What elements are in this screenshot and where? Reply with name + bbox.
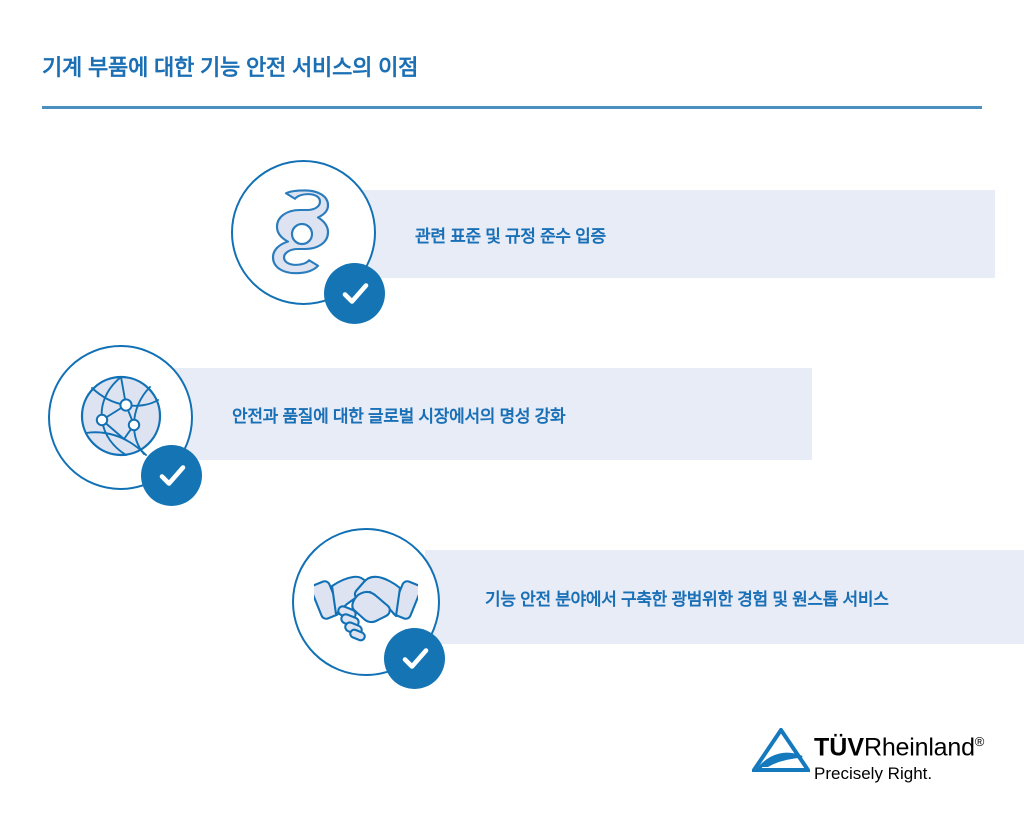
logo-tagline: Precisely Right. bbox=[814, 764, 933, 783]
benefit-icon-group bbox=[48, 345, 203, 507]
logo-name-bold: TÜV bbox=[814, 733, 864, 762]
check-icon bbox=[402, 647, 428, 669]
globe-network-icon bbox=[80, 375, 162, 457]
check-icon bbox=[342, 282, 368, 304]
registered-trademark-icon: ® bbox=[974, 734, 985, 749]
handshake-icon bbox=[314, 575, 418, 642]
check-badge bbox=[324, 263, 385, 324]
benefit-label: 기능 안전 분야에서 구축한 광범위한 경험 및 원스톱 서비스 bbox=[485, 589, 889, 609]
section-sign-icon bbox=[271, 189, 330, 275]
benefit-bar: 관련 표준 및 규정 준수 입증 bbox=[342, 190, 995, 278]
benefit-icon-group bbox=[292, 528, 450, 689]
logo-name-regular: Rheinland bbox=[864, 733, 975, 762]
benefit-bar: 기능 안전 분야에서 구축한 광범위한 경험 및 원스톱 서비스 bbox=[425, 550, 1024, 644]
logo-wordmark: TÜVRheinland® bbox=[814, 728, 984, 761]
check-icon bbox=[159, 464, 185, 486]
benefit-label: 관련 표준 및 규정 준수 입증 bbox=[415, 226, 606, 246]
benefit-icon-group bbox=[231, 160, 386, 325]
benefit-label: 안전과 품질에 대한 글로벌 시장에서의 명성 강화 bbox=[232, 406, 566, 426]
page-title: 기계 부품에 대한 기능 안전 서비스의 이점 bbox=[42, 55, 419, 80]
tuv-rheinland-triangle-icon bbox=[752, 728, 810, 772]
title-divider bbox=[42, 106, 982, 109]
check-badge bbox=[141, 445, 202, 506]
tuv-rheinland-logo: TÜVRheinland® Precisely Right. bbox=[752, 726, 984, 788]
benefit-bar: 안전과 품질에 대한 글로벌 시장에서의 명성 강화 bbox=[160, 368, 812, 460]
check-badge bbox=[384, 628, 445, 689]
